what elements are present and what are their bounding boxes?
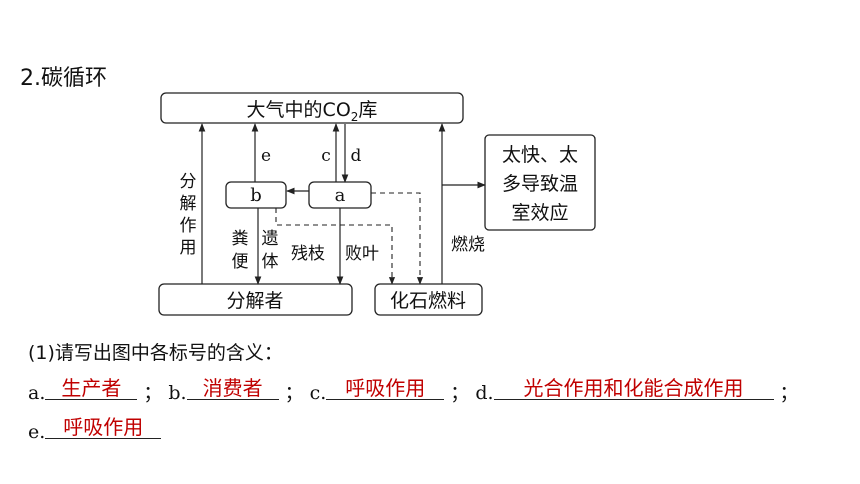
answer-b-label: b. <box>168 382 187 404</box>
effect-line-3: 室效应 <box>511 202 568 224</box>
effect-line-2: 多导致温 <box>502 173 578 195</box>
separator-1: ； <box>143 382 163 404</box>
decomp-char-1: 分 <box>180 172 197 192</box>
remains-char-2: 体 <box>262 252 279 272</box>
co2-pool-label: 大气中的CO <box>247 99 351 121</box>
answer-a-blank: 生产者 <box>45 377 138 400</box>
fossil-fuel-box <box>374 283 483 316</box>
answer-c-label: c. <box>309 382 327 404</box>
answer-line-2: e.呼吸作用 <box>28 416 162 443</box>
fossil-fuel-label: 化石燃料 <box>390 290 466 312</box>
remains-char-1: 遗 <box>262 229 279 249</box>
question-text: (1)请写出图中各标号的含义： <box>28 342 283 364</box>
answer-d-label: d. <box>475 382 494 404</box>
separator-3: ； <box>450 382 470 404</box>
answer-d-blank: 光合作用和化能合成作用 <box>493 377 774 400</box>
label-d: d <box>351 146 362 166</box>
answer-line-1: a.生产者；b.消费者；c.呼吸作用；d.光合作用和化能合成作用； <box>28 377 805 405</box>
label-e: e <box>261 146 271 166</box>
dashed-a-to-fossil <box>371 192 424 285</box>
node-b-label: b <box>250 185 262 206</box>
answer-a-label: a. <box>28 382 46 404</box>
decomp-char-3: 作 <box>180 216 197 236</box>
answer-e-blank: 呼吸作用 <box>45 416 162 439</box>
effect-line-1: 太快、太 <box>502 144 578 166</box>
decomp-char-2: 解 <box>180 194 197 214</box>
answer-b-blank: 消费者 <box>186 377 279 400</box>
decomposers-label: 分解者 <box>226 290 283 312</box>
branches-label: 残枝 <box>291 244 325 264</box>
node-b-box <box>225 181 287 209</box>
section-title: 2.碳循环 <box>20 66 107 91</box>
co2-pool-box <box>160 92 464 124</box>
leaves-label: 败叶 <box>345 244 379 264</box>
co2-pool-suffix: 库 <box>358 99 377 121</box>
co2-subscript: 2 <box>351 110 359 124</box>
answer-c-blank: 呼吸作用 <box>326 377 445 400</box>
decomp-char-4: 用 <box>180 238 197 258</box>
separator-4: ； <box>779 382 799 404</box>
label-c: c <box>321 146 331 166</box>
dashed-b-to-fossil <box>275 208 396 285</box>
answer-e-label: e. <box>28 421 46 443</box>
svg-text:大气中的CO2库: 大气中的CO2库 <box>247 99 378 124</box>
feces-char-2: 便 <box>232 252 249 272</box>
separator-2: ； <box>284 382 304 404</box>
node-a-label: a <box>335 185 346 206</box>
burning-label: 燃烧 <box>451 235 485 255</box>
feces-char-1: 粪 <box>232 229 249 249</box>
